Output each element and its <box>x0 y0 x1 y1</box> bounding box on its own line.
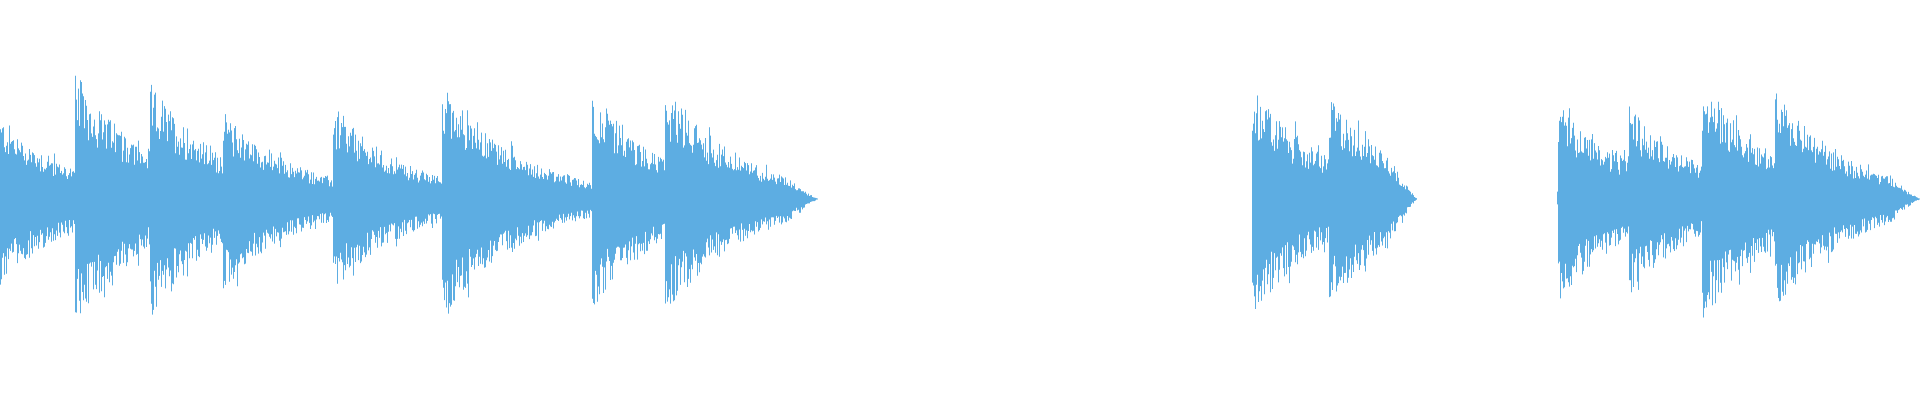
waveform-region <box>1557 93 1920 318</box>
waveform-segment <box>1252 95 1417 309</box>
waveform-region <box>1252 95 1417 309</box>
waveform-region <box>0 75 818 315</box>
waveform-segment <box>1557 93 1920 318</box>
waveform-segment <box>0 75 818 315</box>
